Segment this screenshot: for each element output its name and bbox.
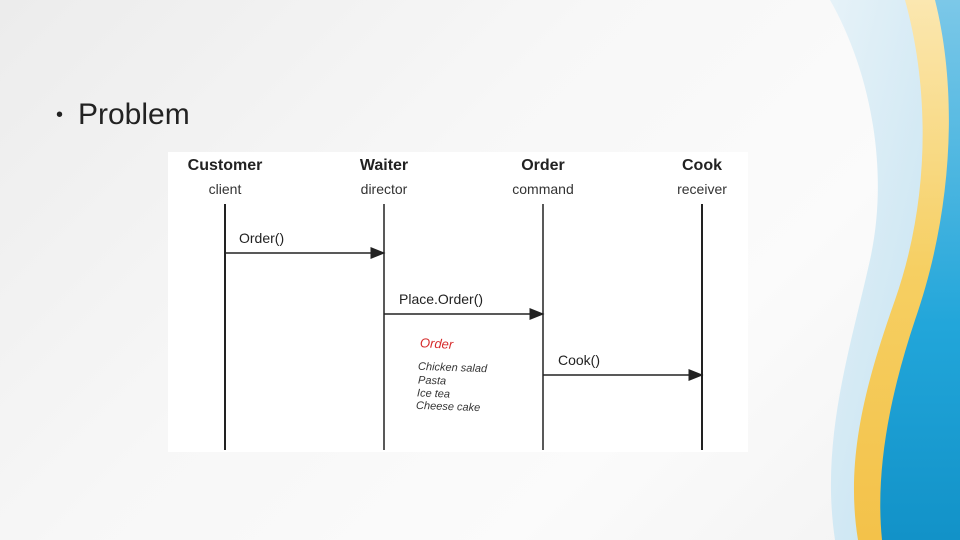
order-note-title: Order bbox=[420, 335, 454, 352]
participant-role-order: command bbox=[483, 181, 603, 197]
message-label-place-order: Place.Order() bbox=[399, 291, 483, 307]
order-note-item: Ice tea bbox=[417, 387, 450, 400]
message-label-order: Order() bbox=[239, 230, 284, 246]
participant-name-waiter: Waiter bbox=[324, 157, 444, 175]
bullet-text: Problem bbox=[78, 98, 190, 132]
order-note-item: Pasta bbox=[418, 375, 447, 388]
participant-name-cook: Cook bbox=[642, 157, 762, 175]
message-label-cook: Cook() bbox=[558, 352, 600, 368]
participant-role-cook: receiver bbox=[642, 181, 762, 197]
participant-role-waiter: director bbox=[324, 181, 444, 197]
order-note-item: Cheese cake bbox=[416, 400, 481, 414]
participant-role-customer: client bbox=[165, 181, 285, 197]
sequence-diagram: Customer client Waiter director Order co… bbox=[168, 152, 748, 452]
participant-name-order: Order bbox=[483, 157, 603, 175]
order-note-item: Chicken salad bbox=[418, 361, 487, 375]
bullet-dot-icon: • bbox=[56, 104, 78, 127]
slide-bullet: • Problem bbox=[56, 98, 190, 132]
participant-name-customer: Customer bbox=[165, 157, 285, 175]
